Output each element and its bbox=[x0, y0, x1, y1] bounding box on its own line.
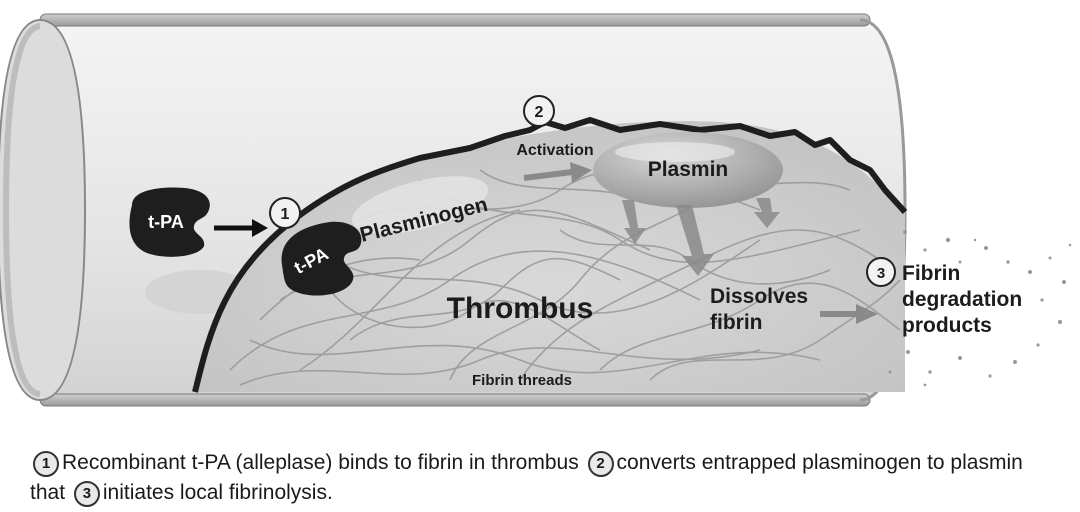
fibrin-threads-label: Fibrin threads bbox=[472, 372, 572, 389]
activation-label: Activation bbox=[516, 142, 593, 159]
step-1-number: 1 bbox=[281, 206, 290, 223]
step-2-number: 2 bbox=[535, 104, 544, 121]
step-3-number: 3 bbox=[877, 265, 885, 282]
caption-text-1: Recombinant t-PA (alleplase) binds to fi… bbox=[62, 451, 579, 474]
caption-step-1-badge: 1 bbox=[33, 451, 59, 477]
step-2-marker: 2 bbox=[524, 96, 554, 126]
caption-step-2-badge: 2 bbox=[588, 451, 614, 477]
degradation-products-label: Fibrin degradation products bbox=[902, 262, 1028, 337]
step-1-marker: 1 bbox=[270, 198, 300, 228]
thrombus-label: Thrombus bbox=[447, 292, 594, 325]
plasmin-label: Plasmin bbox=[648, 158, 729, 181]
fibrinolysis-diagram: t-PA 1 t-PA Plasminogen 2 Activation Pla… bbox=[0, 0, 1080, 420]
vessel-bottom-wall bbox=[40, 394, 870, 406]
vessel-top-wall bbox=[40, 14, 870, 26]
caption-text-3: initiates local fibrinolysis. bbox=[103, 481, 333, 504]
step-3-marker: 3 bbox=[867, 258, 895, 286]
tpa-label: t-PA bbox=[148, 212, 184, 232]
plasmin-molecule: Plasmin bbox=[593, 132, 783, 208]
caption-step-3-badge: 3 bbox=[74, 481, 100, 507]
